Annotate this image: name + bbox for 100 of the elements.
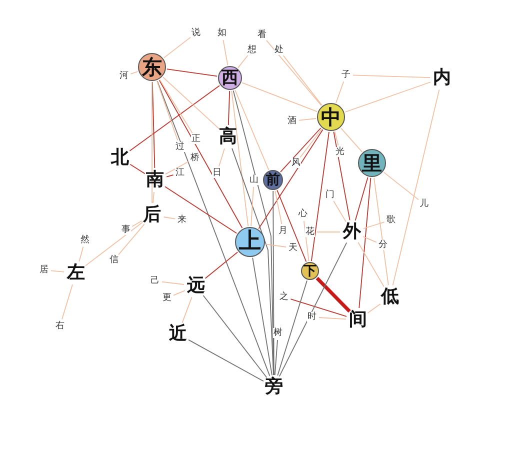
network-edge: [310, 131, 330, 262]
word-label: 江: [175, 168, 185, 178]
network-edge: [173, 290, 186, 296]
network-edge: [300, 128, 322, 158]
word-label: 子: [341, 70, 351, 80]
network-edge: [132, 220, 142, 227]
network-edge: [242, 82, 318, 112]
network-edge: [344, 82, 432, 112]
network-edge: [250, 186, 254, 226]
word-label: 间: [348, 310, 368, 330]
word-label: 远: [186, 276, 206, 296]
network-edge: [316, 276, 351, 313]
network-edge: [163, 36, 191, 58]
network-edge: [163, 216, 176, 220]
network-edge: [282, 55, 322, 106]
network-edge: [274, 190, 282, 225]
word-label: 右: [55, 321, 65, 331]
network-edge: [333, 200, 346, 222]
word-label: 歌: [386, 215, 396, 225]
circle-node: 西: [218, 66, 242, 90]
network-edge: [258, 129, 324, 230]
network-edge: [85, 222, 143, 266]
network-edge: [266, 40, 322, 106]
network-edge: [129, 85, 220, 152]
network-edge: [152, 82, 156, 168]
network-edge: [156, 80, 178, 141]
network-edge: [274, 340, 278, 376]
word-label: 桥: [190, 153, 200, 163]
word-label: 正: [191, 134, 201, 144]
circle-node: 下: [301, 262, 319, 280]
network-edge: [156, 80, 270, 376]
word-label: 心: [298, 209, 308, 219]
word-label: 外: [342, 222, 362, 242]
word-label: 如: [217, 28, 227, 38]
word-label: 说: [191, 28, 201, 38]
word-label: 高: [218, 127, 238, 147]
word-label: 分: [378, 240, 388, 250]
network-edge: [318, 317, 346, 320]
network-edge: [336, 81, 344, 104]
word-label: 处: [274, 45, 284, 55]
network-edge: [165, 160, 190, 175]
network-edge: [50, 270, 65, 272]
network-edge: [280, 128, 322, 172]
word-label: 然: [80, 235, 90, 245]
network-edge: [383, 172, 419, 200]
circle-node: 中: [317, 103, 345, 131]
word-label: 北: [110, 148, 130, 168]
network-edge: [162, 76, 220, 130]
network-edge: [118, 224, 145, 256]
network-edge: [333, 131, 350, 221]
word-label: 看: [257, 30, 267, 40]
network-edge: [152, 192, 154, 204]
word-label: 事: [121, 225, 131, 235]
word-label: 河: [119, 71, 129, 81]
word-label: 光: [335, 147, 345, 157]
network-edge: [130, 71, 138, 74]
circle-node: 东: [138, 53, 166, 81]
network-edge: [78, 246, 84, 262]
network-edge: [334, 131, 339, 146]
network-edge: [303, 220, 310, 262]
network-edge: [252, 257, 272, 376]
network-edge: [166, 174, 174, 178]
word-label: 内: [432, 68, 452, 88]
network-edge: [234, 90, 270, 170]
network-edge: [204, 252, 238, 279]
network-edge: [352, 74, 430, 78]
word-label: 南: [145, 170, 165, 190]
network-edge: [202, 295, 268, 378]
word-label: 风: [291, 158, 301, 168]
word-label: 树: [273, 328, 283, 338]
network-edge: [158, 80, 243, 228]
word-label: 己: [150, 276, 160, 286]
network-edge: [161, 281, 185, 285]
network-edge: [238, 55, 248, 68]
network-edge: [228, 90, 230, 126]
network-edge: [367, 304, 381, 314]
word-label: 山: [249, 175, 259, 185]
word-label: 门: [325, 190, 335, 200]
network-edge: [232, 148, 274, 376]
circle-node: 上: [235, 227, 265, 257]
word-label: 后: [142, 205, 162, 225]
word-label: 左: [66, 263, 86, 283]
network-edge: [358, 177, 372, 308]
network-edge: [218, 148, 225, 167]
network-edge: [354, 176, 368, 221]
word-label: 信: [109, 255, 119, 265]
network-edge: [276, 190, 307, 262]
word-label: 儿: [419, 199, 429, 209]
circle-node: 里: [358, 149, 386, 177]
word-label: 想: [247, 45, 257, 55]
word-label: 时: [307, 312, 317, 322]
network-edge: [374, 177, 389, 286]
network-edge: [392, 89, 440, 286]
word-label: 花: [305, 227, 315, 237]
network-edge: [231, 90, 249, 227]
network-edge: [272, 190, 274, 376]
network-edge: [358, 242, 384, 288]
word-label: 过: [175, 142, 185, 152]
word-label: 旁: [264, 377, 284, 397]
network-edge: [62, 284, 73, 320]
